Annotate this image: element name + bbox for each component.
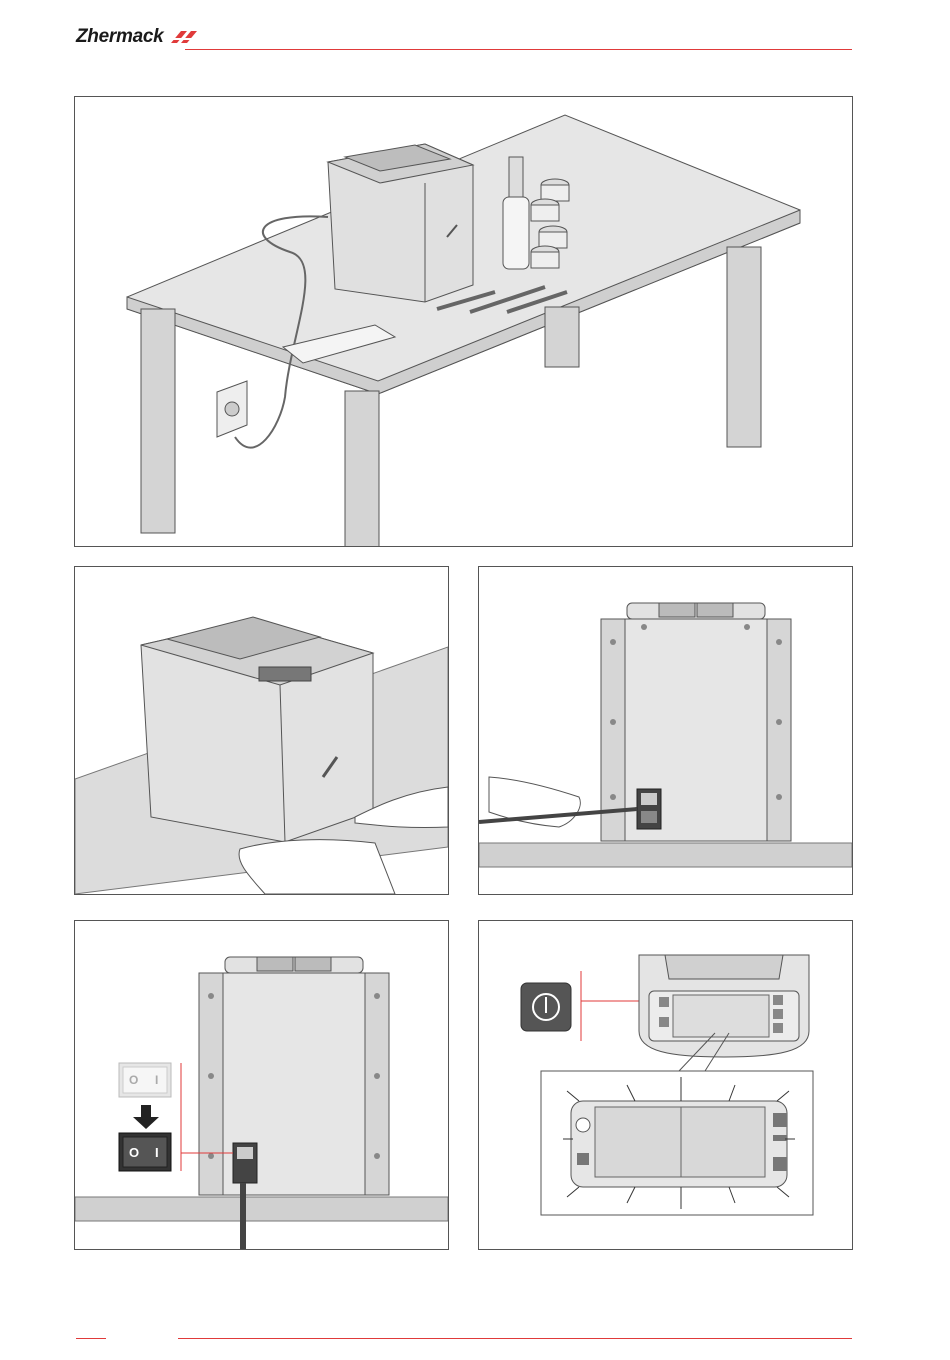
carry-device-illustration xyxy=(75,567,448,894)
plug-cable-illustration xyxy=(479,567,852,894)
setup-table-illustration xyxy=(75,97,852,546)
header-rule xyxy=(185,49,852,50)
footer-rule-left xyxy=(76,1338,106,1339)
brand-name: Zhermack xyxy=(76,26,163,48)
control-panel-illustration xyxy=(479,921,852,1249)
carry-device-panel xyxy=(74,566,449,895)
setup-table-panel xyxy=(74,96,853,547)
switch-on-label-i: I xyxy=(155,1145,159,1160)
switch-off-label-o: O xyxy=(129,1073,138,1087)
switch-off-label-i: I xyxy=(155,1073,158,1087)
plug-cable-panel xyxy=(478,566,853,895)
switch-on-label-o: O xyxy=(129,1145,139,1160)
footer-rule-right xyxy=(178,1338,852,1339)
brand-mark-icon xyxy=(165,29,199,45)
brand-logo: Zhermack xyxy=(76,26,199,48)
power-switch-panel: O I O I xyxy=(74,920,449,1250)
control-panel-panel xyxy=(478,920,853,1250)
